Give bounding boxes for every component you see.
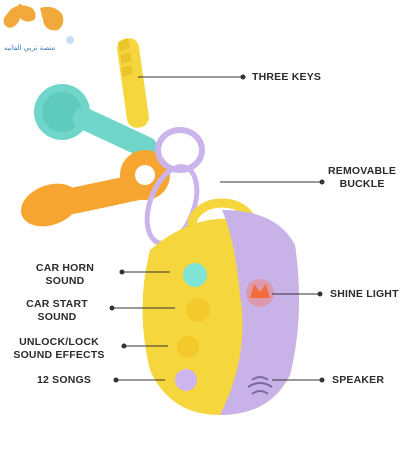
callout-car-horn-line2: SOUND [45, 275, 85, 287]
callout-three-keys: THREE KEYS [252, 71, 322, 83]
callout-car-start-line2: SOUND [37, 311, 77, 323]
callout-car-start: CAR START SOUND [14, 298, 100, 324]
remote-buttons [175, 263, 210, 391]
callout-lines [109, 74, 325, 383]
callout-removable-buckle: REMOVABLE BUCKLE [328, 165, 396, 191]
callout-shine-light: SHINE LIGHT [330, 288, 399, 300]
logo [3, 4, 74, 44]
yellow-key [117, 38, 149, 128]
callout-12-songs: 12 SONGS [36, 374, 92, 386]
speaker-grille [247, 376, 273, 395]
callout-car-horn-line1: CAR HORN [35, 262, 95, 274]
callout-unlock-line2: SOUND EFFECTS [13, 349, 105, 361]
callout-removable-line1: REMOVABLE [328, 165, 397, 177]
callout-speaker: SPEAKER [332, 374, 385, 386]
horn-button [183, 263, 207, 287]
logo-caption: منصة تربي الفاتيه [4, 44, 56, 52]
callout-car-horn: CAR HORN SOUND [22, 262, 108, 288]
callout-removable-line2: BUCKLE [339, 178, 385, 190]
callout-car-start-line1: CAR START [26, 298, 88, 310]
unlock-button [177, 336, 199, 358]
callout-unlock-lock: UNLOCK/LOCK SOUND EFFECTS [0, 336, 118, 362]
start-button [186, 298, 210, 322]
teal-key [34, 84, 158, 159]
callout-unlock-line1: UNLOCK/LOCK [19, 336, 99, 348]
light-crown [246, 279, 274, 307]
songs-button [175, 369, 197, 391]
remote-body [142, 210, 299, 415]
